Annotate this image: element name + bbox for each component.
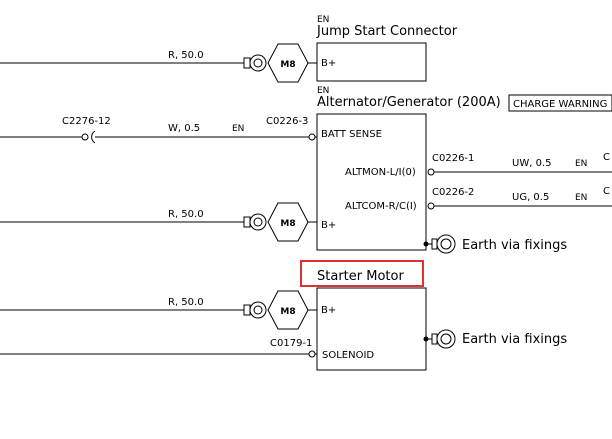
charge-warning-box	[508, 94, 612, 112]
altcom-connector-label: C0226-2	[432, 187, 474, 198]
alternator-en-label: EN	[317, 86, 329, 96]
altcom-pin-label: ALTCOM-R/C(I)	[345, 201, 417, 212]
batt-sense-wire: C2276-12 W, 0.5 EN C0226-3	[0, 116, 317, 144]
altmon-edge-label: C	[603, 152, 610, 163]
jump-start-box	[316, 42, 427, 82]
altmon-cable-label: UW, 0.5	[512, 158, 551, 169]
alternator-power-cable: R, 50.0	[0, 209, 244, 223]
altcom-cable-label: UG, 0.5	[512, 192, 549, 203]
m8-label: M8	[280, 307, 295, 317]
altmon-connector-label: C0226-1	[432, 153, 474, 164]
batt-sense-label: BATT SENSE	[321, 129, 382, 140]
jump-start-title: Jump Start Connector	[316, 24, 458, 39]
altcom-edge-label: C	[603, 186, 610, 197]
alternator-earth-label: Earth via fixings	[462, 238, 567, 253]
sense-en-label: EN	[232, 124, 244, 134]
jump-start-cable-label: R, 50.0	[168, 50, 204, 61]
alternator-bplus-label: B+	[321, 220, 336, 231]
solenoid-connector-label: C0179-1	[270, 338, 312, 349]
starter-highlight-box	[300, 260, 424, 287]
starter-box	[316, 287, 427, 371]
sense-connector-label: C0226-3	[266, 116, 308, 127]
alternator-cable-label: R, 50.0	[168, 209, 204, 220]
jump-start-bplus-label: B+	[321, 58, 336, 69]
alternator-box	[316, 113, 427, 251]
altcom-en-label: EN	[575, 193, 587, 203]
starter-title: Starter Motor	[317, 269, 404, 284]
alternator-earth: Earth via fixings	[423, 234, 567, 254]
alternator-title: Alternator/Generator (200A)	[317, 95, 501, 110]
starter-motor: Starter Motor B+ SOLENOID	[300, 260, 427, 371]
connector-pin	[308, 350, 316, 358]
solenoid-wire: C0179-1	[0, 338, 317, 358]
jump-start-en-label: EN	[317, 15, 329, 25]
m8-terminal-starter: M8	[243, 290, 317, 330]
connector-pin	[308, 133, 316, 141]
charge-warning-label: CHARGE WARNING	[513, 99, 607, 110]
sense-cable-label: W, 0.5	[168, 123, 200, 134]
m8-label: M8	[280, 219, 295, 229]
starter-bplus-label: B+	[321, 305, 336, 316]
altmon-pin-label: ALTMON-L/I(0)	[345, 167, 416, 178]
jump-start-cable: R, 50.0	[0, 50, 244, 64]
starter-earth-label: Earth via fixings	[462, 332, 567, 347]
starter-cable-label: R, 50.0	[168, 297, 204, 308]
alternator-generator: EN Alternator/Generator (200A) CHARGE WA…	[316, 86, 612, 251]
splice-point	[81, 133, 89, 141]
m8-terminal-alternator: M8	[243, 202, 317, 242]
altmon-wire: C0226-1 UW, 0.5 EN C	[427, 152, 612, 176]
altcom-wire: C0226-2 UG, 0.5 EN C	[427, 186, 612, 210]
m8-terminal-jump-start: M8	[243, 43, 317, 83]
jump-start-connector: EN Jump Start Connector B+	[316, 15, 458, 82]
connector-pin	[427, 202, 435, 210]
altmon-en-label: EN	[575, 159, 587, 169]
starter-power-cable: R, 50.0	[0, 297, 244, 311]
connector-pin	[427, 168, 435, 176]
solenoid-label: SOLENOID	[322, 350, 374, 361]
m8-label: M8	[280, 60, 295, 70]
starter-earth: Earth via fixings	[423, 329, 567, 349]
sense-splice-label: C2276-12	[62, 116, 111, 127]
